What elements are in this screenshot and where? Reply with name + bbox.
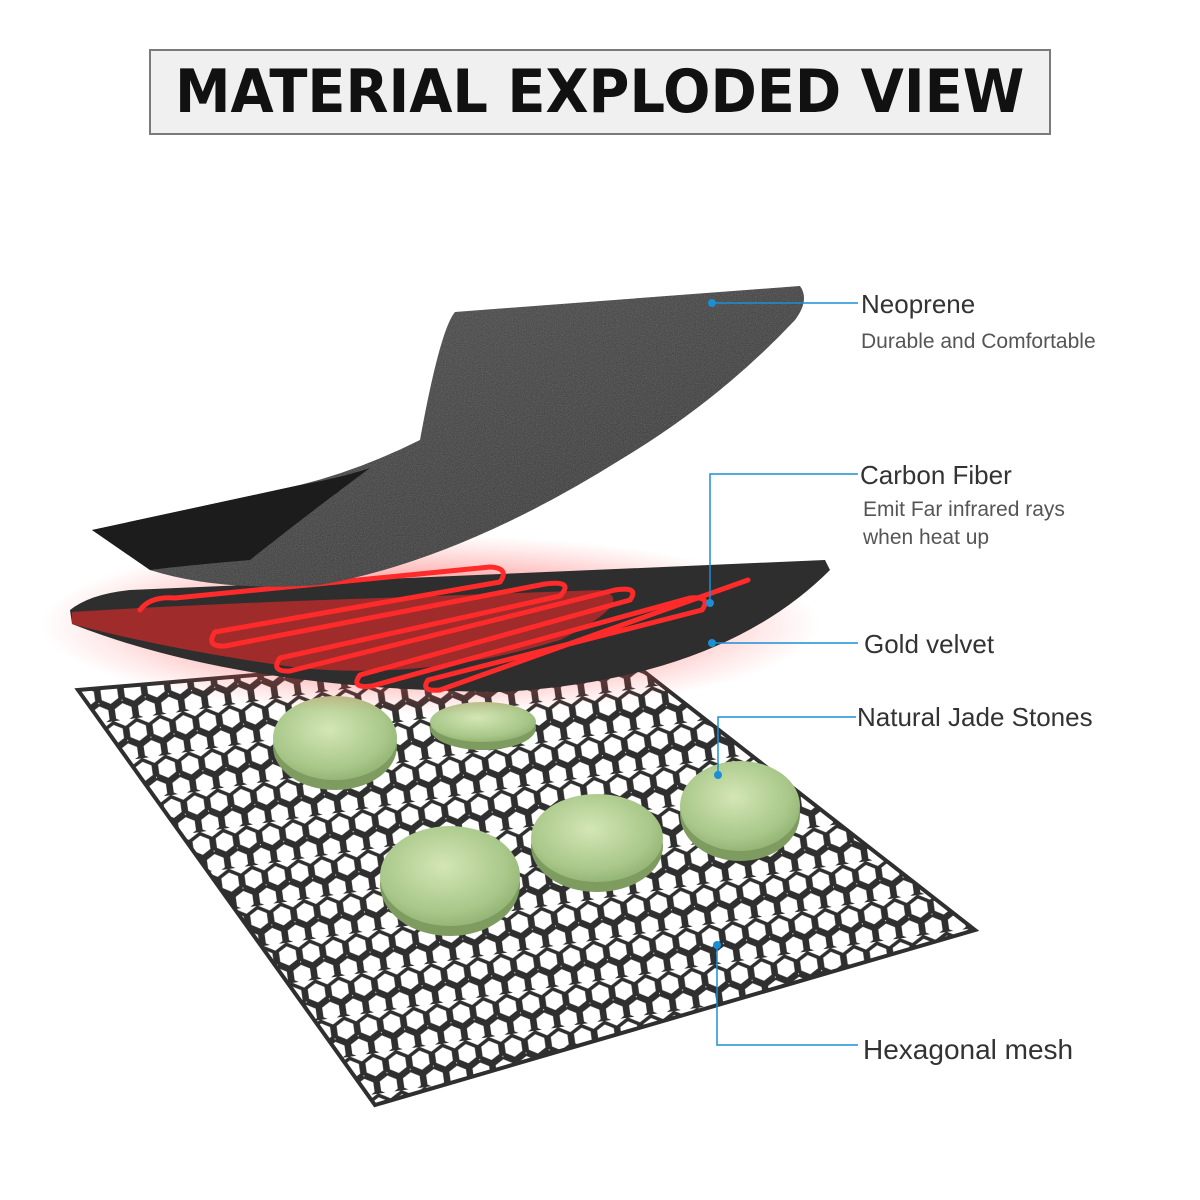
desc-neoprene: Durable and Comfortable <box>861 330 1096 353</box>
dot-jade <box>714 771 722 779</box>
gold-velvet-layer <box>70 560 830 692</box>
leader-mesh <box>716 945 858 1046</box>
dot-gold <box>708 639 716 647</box>
leader-jade <box>717 716 856 775</box>
dot-carbon <box>706 599 714 607</box>
neoprene-layer <box>92 286 804 587</box>
jade-stone <box>680 761 800 861</box>
jade-stone <box>380 826 520 936</box>
label-carbon-fiber: Carbon Fiber <box>860 460 1012 490</box>
jade-stone <box>273 696 397 790</box>
leader-lines <box>709 302 858 1046</box>
jade-stones <box>273 696 800 936</box>
label-neoprene: Neoprene <box>861 289 976 319</box>
desc-carbon-fiber-2: when heat up <box>863 526 990 549</box>
leader-carbon <box>709 473 858 603</box>
page-title: MATERIAL EXPLODED VIEW <box>175 57 1025 127</box>
dot-neoprene <box>708 299 716 307</box>
label-hexagonal-mesh: Hexagonal mesh <box>863 1034 1074 1065</box>
label-jade-stones: Natural Jade Stones <box>857 702 1093 732</box>
leader-dots <box>706 299 722 949</box>
dot-mesh <box>713 941 721 949</box>
desc-carbon-fiber-1: Emit Far infrared rays <box>863 498 1065 521</box>
title-box: MATERIAL EXPLODED VIEW <box>149 49 1051 135</box>
carbon-fiber-wire <box>137 564 751 693</box>
label-gold-velvet: Gold velvet <box>864 629 995 659</box>
jade-stone <box>531 794 663 892</box>
